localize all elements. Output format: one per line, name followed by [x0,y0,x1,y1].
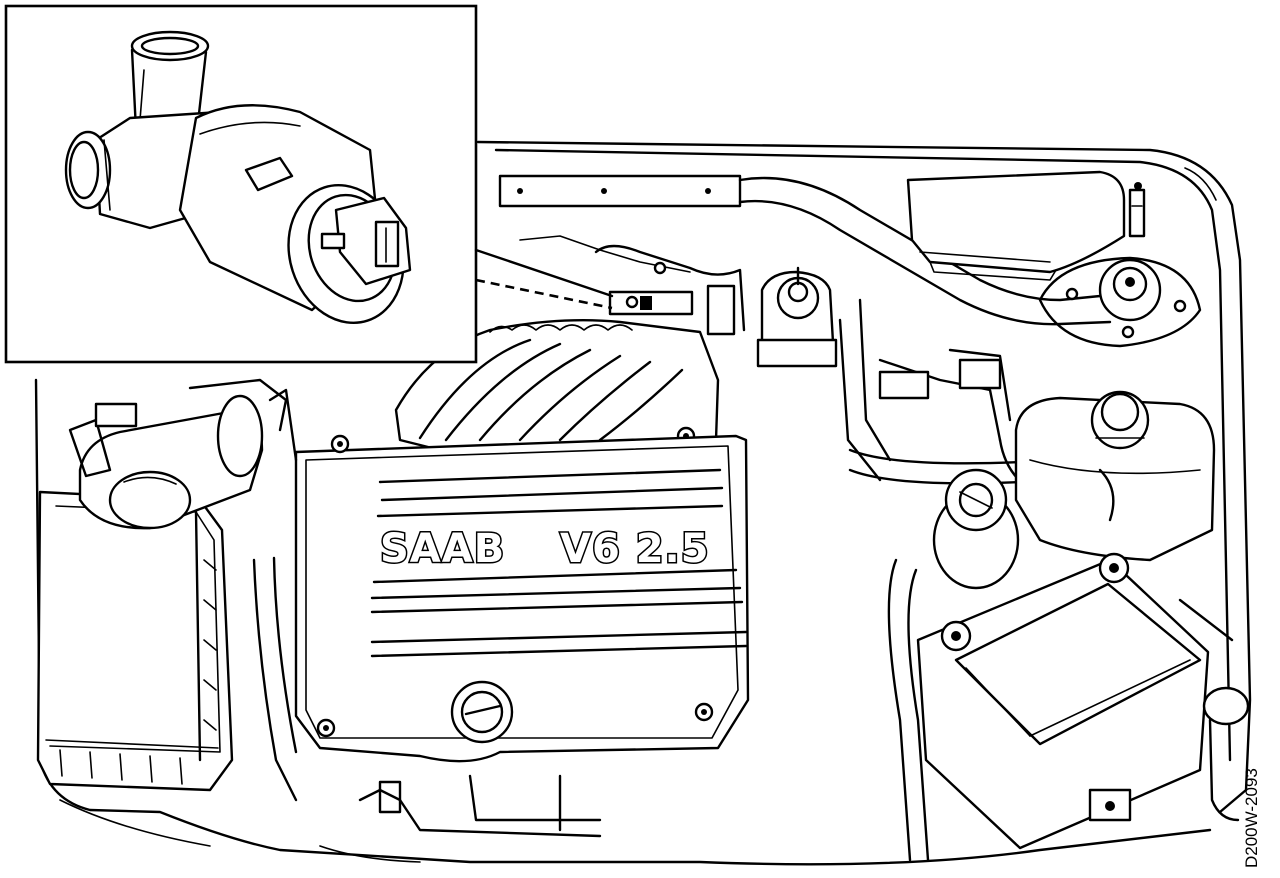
power-steering-reservoir [932,468,1020,590]
engine-bay-outline [34,140,1252,866]
engine-cover [294,434,750,763]
relay-box [906,170,1146,281]
iac-valve-location [519,235,746,336]
callout-leader [474,248,614,310]
drawing-code: D200W-2093 [1242,768,1261,868]
fuel-rail [498,174,1112,326]
radiator-hoses [887,468,1115,862]
engine-badge-model: V6 2.5 [560,526,710,572]
air-filter-housing [36,490,234,792]
coolant-expansion-tank [1014,390,1216,562]
left-hoses [252,388,602,838]
brake-fluid-reservoir [756,266,838,368]
air-mass-sensor [68,378,288,530]
strut-tower-mount [1038,256,1202,348]
engine-badge: SAAB V6 2.5 [379,525,711,574]
inset-detail [4,4,478,364]
engine-badge-brand: SAAB [380,526,505,572]
battery [916,552,1210,850]
washer-fluid-reservoir [1178,598,1250,822]
